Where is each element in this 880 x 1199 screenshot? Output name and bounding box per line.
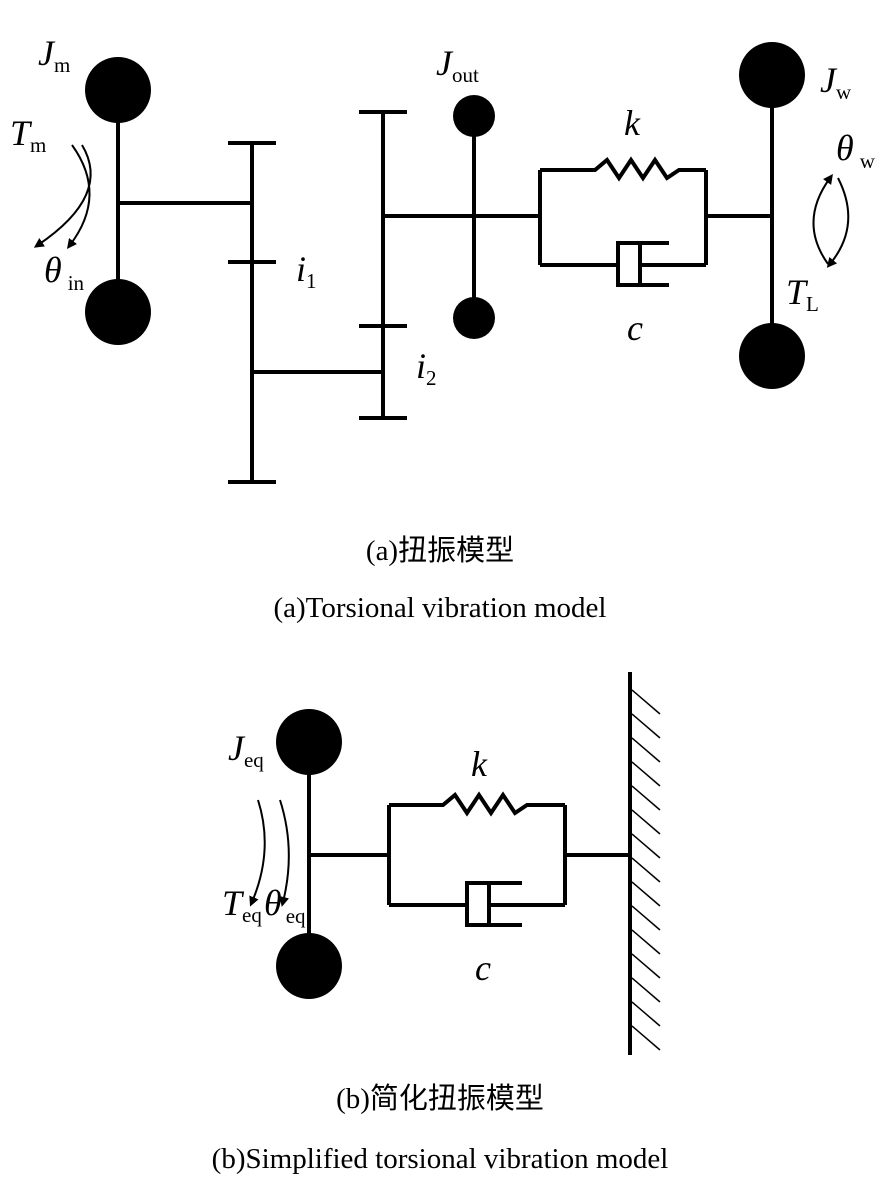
equivalent-mass-bottom xyxy=(276,933,342,999)
wall-hatch-line xyxy=(631,761,661,787)
damper-piston xyxy=(616,241,642,287)
caption-a-en: (a)Torsional vibration model xyxy=(274,592,607,624)
wheel-mass-top xyxy=(739,42,805,108)
wall-hatch-line xyxy=(631,689,661,715)
equivalent-torque-arrow xyxy=(249,799,266,907)
label-k-a: k xyxy=(624,103,641,143)
spring-damper-b xyxy=(387,791,567,927)
label-c-a: c xyxy=(627,308,643,348)
label-c-b: c xyxy=(475,948,491,988)
wall-hatch-line xyxy=(631,713,661,739)
spring-damper-a xyxy=(538,156,708,287)
output-inertia xyxy=(453,95,495,339)
wall-hatch-line xyxy=(631,1001,661,1027)
motor-inertia xyxy=(85,57,151,345)
label-j-w: Jw xyxy=(820,60,852,104)
gear-stage-1 xyxy=(228,141,276,484)
wall-hatch-line xyxy=(631,737,661,763)
motor-angle-arrow xyxy=(66,144,91,249)
wall-hatch-line xyxy=(631,809,661,835)
equivalent-angle-arrow xyxy=(279,799,290,907)
spring-k xyxy=(540,156,706,182)
label-j-out: Jout xyxy=(436,43,479,87)
wall-hatch-line xyxy=(631,953,661,979)
wall-hatch-line xyxy=(631,857,661,883)
caption-b-zh: (b)简化扭振模型 xyxy=(336,1082,544,1115)
label-t-m: Tm xyxy=(10,113,46,157)
motor-mass-bottom xyxy=(85,279,151,345)
label-j-m: Jm xyxy=(38,33,70,77)
label-i-1: i1 xyxy=(296,249,317,293)
fixed-wall xyxy=(628,672,661,1055)
wall-hatching xyxy=(631,689,661,1051)
wall-hatch-line xyxy=(631,881,661,907)
label-j-eq: Jeq xyxy=(228,728,264,772)
caption-b-en: (b)Simplified torsional vibration model xyxy=(212,1143,669,1175)
output-mass-top xyxy=(453,95,495,137)
wall-hatch-line xyxy=(631,785,661,811)
spring-k-b xyxy=(389,791,565,817)
output-mass-bottom xyxy=(453,297,495,339)
caption-a-zh: (a)扭振模型 xyxy=(366,534,514,567)
gear-stage-2 xyxy=(359,110,407,420)
label-t-l: TL xyxy=(786,272,819,316)
label-t-eq: Teq xyxy=(222,883,262,927)
equivalent-mass-top xyxy=(276,709,342,775)
wall-hatch-line xyxy=(631,1025,661,1051)
motor-mass-top xyxy=(85,57,151,123)
wheel-inertia xyxy=(739,42,805,389)
wheel-torque-arrow xyxy=(812,173,833,265)
label-i-2: i2 xyxy=(416,346,437,390)
label-k-b: k xyxy=(471,744,488,784)
wall-hatch-line xyxy=(631,833,661,859)
wheel-mass-bottom xyxy=(739,323,805,389)
wall-hatch-line xyxy=(631,929,661,955)
equivalent-inertia xyxy=(276,709,342,999)
damper-b-piston xyxy=(465,881,491,927)
wheel-angle-arrow xyxy=(826,177,850,268)
motor-torque-arrow xyxy=(33,144,92,248)
wall-hatch-line xyxy=(631,905,661,931)
wall-hatch-line xyxy=(631,977,661,1003)
